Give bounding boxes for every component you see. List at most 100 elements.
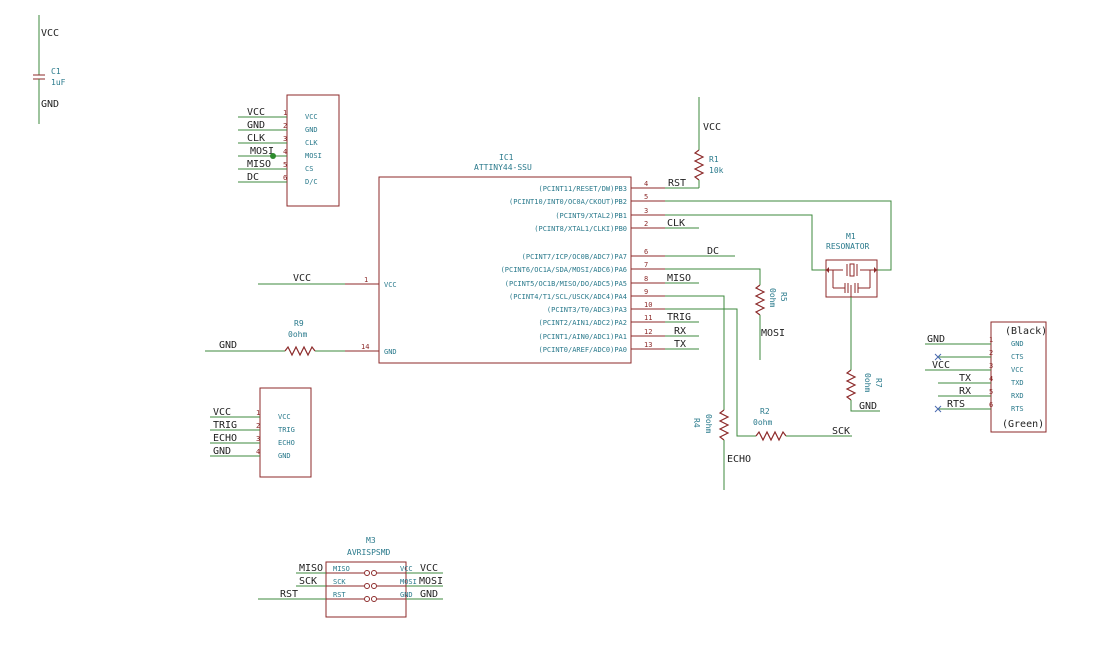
- svg-text:3: 3: [283, 135, 287, 143]
- resistor-r4[interactable]: 0ohm R4 ECHO: [692, 409, 751, 490]
- svg-text:CLK: CLK: [667, 218, 685, 229]
- resistor-r1[interactable]: VCC R1 10k: [693, 97, 724, 188]
- svg-text:MISO: MISO: [333, 565, 350, 573]
- svg-text:(PCINT11/RESET/DW)PB3: (PCINT11/RESET/DW)PB3: [538, 185, 627, 193]
- r2-net-label: SCK: [832, 426, 850, 437]
- resistor-r2[interactable]: R2 0ohm SCK: [753, 407, 852, 442]
- svg-text:2: 2: [989, 349, 993, 357]
- svg-text:GND: GND: [1011, 340, 1024, 348]
- svg-text:(PCINT9/XTAL2)PB1: (PCINT9/XTAL2)PB1: [555, 212, 627, 220]
- svg-text:TRIG: TRIG: [667, 312, 691, 323]
- svg-text:GND: GND: [219, 340, 237, 351]
- svg-text:(PCINT7/ICP/OC0B/ADC7)PA7: (PCINT7/ICP/OC0B/ADC7)PA7: [522, 253, 627, 261]
- svg-text:8: 8: [644, 275, 648, 283]
- r2-value: 0ohm: [753, 418, 772, 427]
- svg-text:4: 4: [256, 448, 260, 456]
- r5-ref: R5: [779, 292, 788, 302]
- svg-text:CLK: CLK: [305, 139, 318, 147]
- m1-ref: M1: [846, 232, 856, 241]
- resistor-r9[interactable]: R9 0ohm: [284, 319, 316, 357]
- resistor-r7[interactable]: 0ohm R7 GND: [845, 297, 883, 412]
- svg-text:3: 3: [644, 207, 648, 215]
- svg-text:(PCINT4/T1/SCL/USCK/ADC4)PA4: (PCINT4/T1/SCL/USCK/ADC4)PA4: [509, 293, 627, 301]
- svg-text:10: 10: [644, 301, 652, 309]
- svg-text:SCK: SCK: [333, 578, 346, 586]
- svg-text:ECHO: ECHO: [213, 433, 237, 444]
- svg-text:VCC: VCC: [247, 107, 265, 118]
- svg-text:5: 5: [283, 161, 287, 169]
- svg-text:GND: GND: [278, 452, 291, 460]
- resistor-r5[interactable]: 0ohm R5 MOSI: [754, 284, 788, 360]
- svg-text:12: 12: [644, 328, 652, 336]
- ic1-vcc-wire: VCC: [258, 273, 345, 285]
- svg-text:1: 1: [256, 409, 260, 417]
- svg-text:TRIG: TRIG: [278, 426, 295, 434]
- resonator-m1[interactable]: M1 RESONATOR: [825, 232, 878, 298]
- svg-text:VCC: VCC: [278, 413, 291, 421]
- svg-text:RX: RX: [674, 326, 686, 337]
- svg-text:D/C: D/C: [305, 178, 318, 186]
- c1-value: 1uF: [51, 78, 66, 87]
- svg-text:13: 13: [644, 341, 652, 349]
- svg-text:2: 2: [283, 122, 287, 130]
- svg-text:VCC: VCC: [213, 407, 231, 418]
- svg-text:6: 6: [989, 401, 993, 409]
- capacitor-c1[interactable]: VCC C1 1uF GND: [33, 15, 66, 124]
- ic1-value: ATTINY44-SSU: [474, 163, 532, 172]
- r4-net-label: ECHO: [727, 454, 751, 465]
- svg-text:CS: CS: [305, 165, 313, 173]
- svg-text:7: 7: [644, 261, 648, 269]
- svg-text:TXD: TXD: [1011, 379, 1024, 387]
- svg-text:(PCINT3/T0/ADC3)PA3: (PCINT3/T0/ADC3)PA3: [547, 306, 627, 314]
- svg-text:2: 2: [256, 422, 260, 430]
- svg-text:RX: RX: [959, 386, 971, 397]
- svg-text:RTS: RTS: [947, 399, 965, 410]
- svg-text:MOSI: MOSI: [419, 576, 443, 587]
- svg-text:GND: GND: [400, 591, 413, 599]
- svg-text:VCC: VCC: [384, 281, 397, 289]
- r9-value: 0ohm: [288, 330, 307, 339]
- svg-text:CLK: CLK: [247, 133, 265, 144]
- svg-text:MOSI: MOSI: [305, 152, 322, 160]
- ic1-pin-14: GND 14: [345, 343, 397, 356]
- ic1-ref: IC1: [499, 153, 514, 162]
- svg-text:GND: GND: [420, 589, 438, 600]
- svg-text:GND: GND: [384, 348, 397, 356]
- r5-net-label: MOSI: [761, 328, 785, 339]
- svg-text:1: 1: [989, 336, 993, 344]
- svg-text:9: 9: [644, 288, 648, 296]
- svg-text:VCC: VCC: [932, 360, 950, 371]
- svg-text:TX: TX: [959, 373, 971, 384]
- m1-value: RESONATOR: [826, 242, 870, 251]
- svg-text:5: 5: [989, 388, 993, 396]
- c1-gnd-label: GND: [41, 99, 59, 110]
- svg-text:CTS: CTS: [1011, 353, 1024, 361]
- svg-text:RXD: RXD: [1011, 392, 1024, 400]
- ic1-attiny44[interactable]: IC1 ATTINY44-SSU (PCINT11/RESET/DW)PB34 …: [345, 153, 665, 364]
- r2-ref: R2: [760, 407, 770, 416]
- ic1-pin-10: (PCINT3/T0/ADC3)PA3 10: [547, 301, 665, 314]
- svg-text:RTS: RTS: [1011, 405, 1024, 413]
- svg-text:14: 14: [361, 343, 369, 351]
- svg-text:MOSI: MOSI: [400, 578, 417, 586]
